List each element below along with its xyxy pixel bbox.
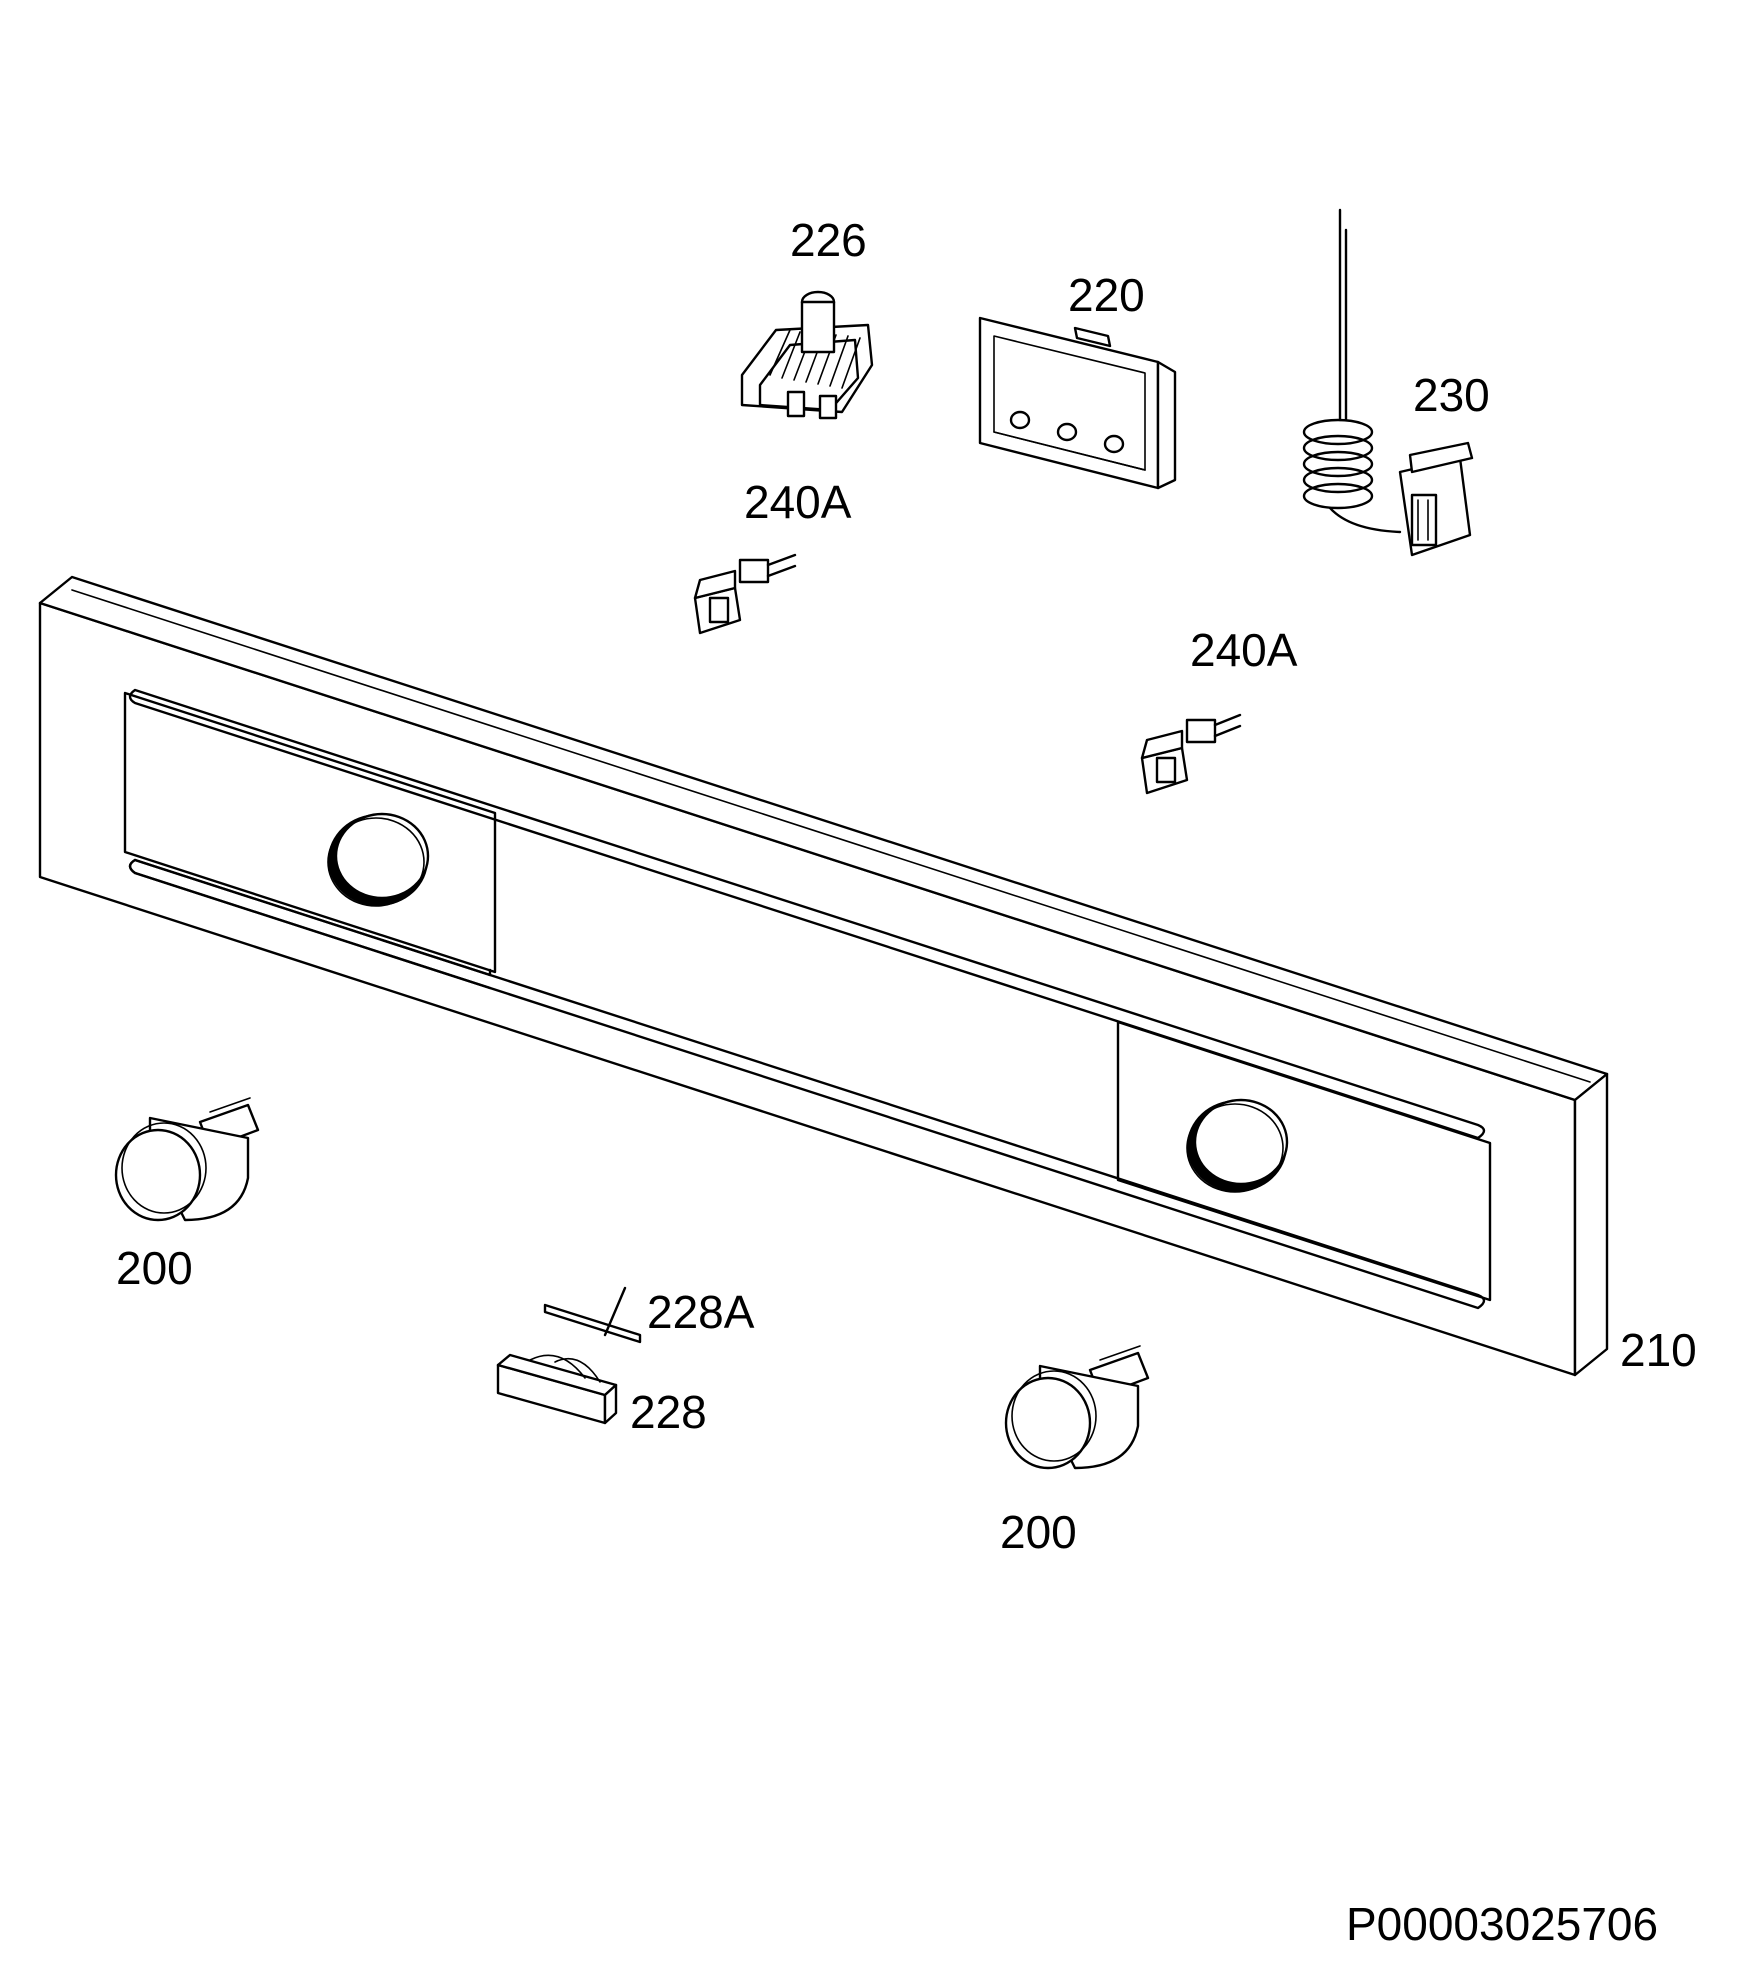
spring-228a [543, 1286, 642, 1344]
label-226: 226 [790, 214, 867, 266]
thermostat-230 [1302, 208, 1474, 557]
panel-knob-hole-right [1186, 1098, 1289, 1193]
label-240a-right: 240A [1190, 624, 1298, 676]
label-230: 230 [1413, 369, 1490, 421]
control-housing-220 [978, 316, 1177, 490]
label-210: 210 [1620, 1324, 1697, 1376]
drawing-code: P00003025706 [1346, 1898, 1658, 1950]
indicator-lamp-240a-upper [693, 553, 797, 635]
label-200-left: 200 [116, 1242, 193, 1294]
control-knob-200-right [1004, 1345, 1150, 1470]
label-228: 228 [630, 1386, 707, 1438]
indicator-lamp-240a-right [1140, 713, 1242, 795]
panel-knob-hole-left [327, 812, 430, 907]
selector-switch-226 [740, 290, 874, 420]
control-panel-210 [38, 575, 1609, 1377]
label-228a: 228A [647, 1286, 755, 1338]
label-220: 220 [1068, 269, 1145, 321]
label-200-right: 200 [1000, 1506, 1077, 1558]
control-knob-200-left [114, 1097, 260, 1222]
label-240a-upper: 240A [744, 476, 852, 528]
clip-228 [496, 1353, 618, 1425]
